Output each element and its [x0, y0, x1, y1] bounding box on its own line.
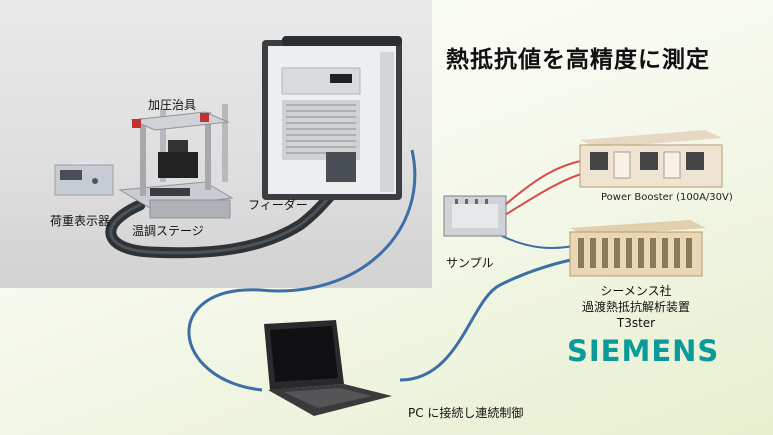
- red-cable-1: [504, 159, 586, 206]
- label-load-display: 荷重表示器: [50, 214, 111, 228]
- sample-module: [443, 195, 507, 237]
- label-temperature-stage: 温調ステージ: [132, 224, 204, 238]
- blue-cable-pc-analyzer: [399, 256, 581, 382]
- label-sample: サンプル: [446, 256, 494, 270]
- label-pc-connection: PC に接続し連続制御: [408, 406, 524, 420]
- label-power-booster: Power Booster (100A/30V): [601, 192, 733, 203]
- analyzer-name: 過渡熱抵抗解析装置: [581, 300, 690, 314]
- analyzer-model: T3ster: [616, 316, 656, 330]
- analyzer-maker: シーメンス社: [600, 284, 672, 298]
- siemens-logo: SIEMENS: [567, 334, 720, 368]
- blue-cable-sample-analyzer: [499, 234, 579, 249]
- label-feeder: フィーダー: [248, 198, 308, 212]
- laptop-pc: [264, 320, 392, 416]
- blue-cable-feeder-pc: [187, 149, 417, 392]
- analyzer-label: シーメンス社 過渡熱抵抗解析装置 T3ster: [556, 283, 716, 331]
- label-press-jig: 加圧治具: [148, 98, 197, 112]
- temperature-stage: [118, 181, 234, 219]
- load-display-device: [54, 160, 114, 196]
- t3ster-analyzer-device: [569, 220, 706, 277]
- power-booster-device: [579, 130, 723, 188]
- feeder-unit: [262, 36, 402, 200]
- slide-title: 熱抵抗値を高精度に測定: [446, 47, 710, 73]
- press-jig: [130, 104, 230, 196]
